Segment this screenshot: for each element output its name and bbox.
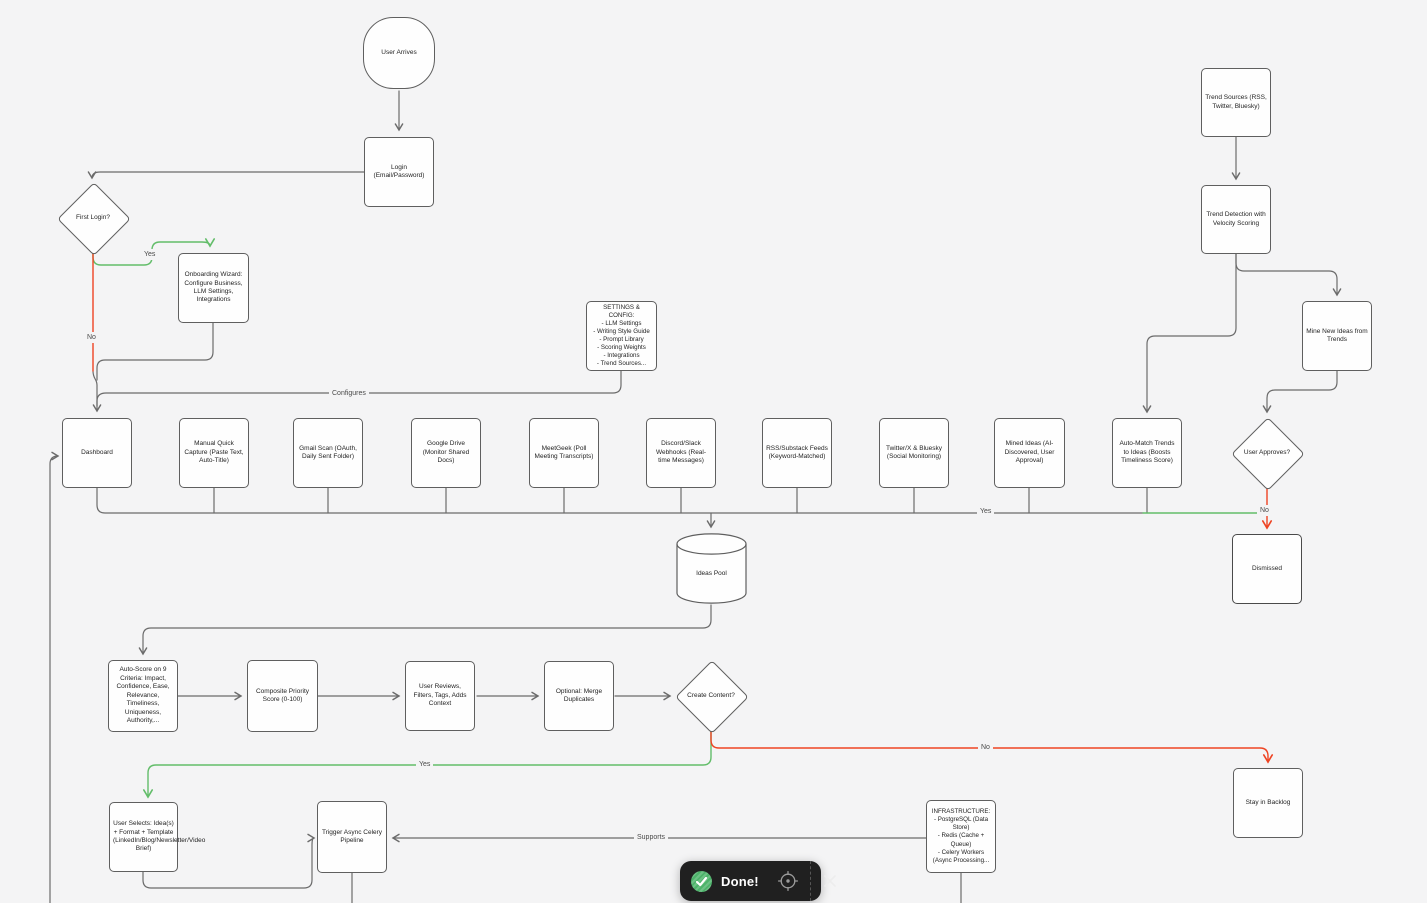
done-check-icon — [691, 870, 712, 892]
node-google-drive[interactable]: Google Drive (Monitor Shared Docs) — [411, 418, 481, 488]
node-composite-score-label: Composite Priority Score (0-100) — [255, 687, 310, 703]
node-user-arrives-label: User Arrives — [381, 48, 417, 56]
node-stay-in-backlog[interactable]: Stay in Backlog — [1233, 768, 1303, 838]
node-twitter-bluesky-label: Twitter/X & Bluesky (Social Monitoring) — [886, 444, 942, 460]
node-onboarding-wizard[interactable]: Onboarding Wizard: Configure Business, L… — [178, 253, 249, 323]
node-trigger-async[interactable]: Trigger Async Celery Pipeline — [317, 801, 387, 873]
node-trend-detection-label: Trend Detection with Velocity Scoring — [1206, 211, 1266, 227]
edge-feedback-loop — [49, 451, 60, 903]
node-trend-detection[interactable]: Trend Detection with Velocity Scoring — [1201, 185, 1271, 254]
agent-status-toolbar: Done! — [680, 861, 836, 901]
node-discord-slack-webhooks-label: Discord/Slack Webhooks (Real-time Messag… — [655, 440, 707, 465]
node-meetgeek-label: MeetGeek (Poll Meeting Transcripts) — [534, 444, 594, 460]
node-ideas-pool[interactable]: Ideas Pool — [676, 533, 747, 605]
edge-bus — [96, 487, 1144, 514]
node-dashboard[interactable]: Dashboard — [62, 418, 132, 488]
toolbar-divider — [809, 861, 811, 901]
edge-label-first-login-yes: Yes — [141, 249, 159, 260]
node-mine-new-ideas-label: Mine New Ideas from Trends — [1306, 327, 1368, 343]
node-google-drive-label: Google Drive (Monitor Shared Docs) — [422, 440, 470, 465]
node-trigger-async-label: Trigger Async Celery Pipeline — [321, 828, 383, 844]
node-meetgeek[interactable]: MeetGeek (Poll Meeting Transcripts) — [529, 418, 599, 488]
node-merge-duplicates-label: Optional: Merge Duplicates — [555, 687, 603, 703]
node-manual-quick-capture-label: Manual Quick Capture (Paste Text, Auto-T… — [184, 440, 244, 465]
edge-label-supports: Supports — [634, 832, 669, 843]
node-rss-substack-feeds[interactable]: RSS/Substack Feeds (Keyword-Matched) — [762, 418, 832, 488]
node-mined-ideas[interactable]: Mined Ideas (AI-Discovered, User Approva… — [994, 418, 1065, 488]
node-login[interactable]: Login (Email/Password) — [364, 137, 434, 207]
node-gmail-scan[interactable]: Gmail Scan (OAuth, Daily Sent Folder) — [293, 418, 363, 488]
edge-selects-trigger — [142, 833, 316, 889]
edge-mine-approves — [1262, 370, 1338, 414]
node-discord-slack-webhooks[interactable]: Discord/Slack Webhooks (Real-time Messag… — [646, 418, 716, 488]
edge-label-create-yes: Yes — [416, 759, 434, 770]
edge-label-approves-yes: Yes — [977, 506, 995, 517]
edge-label-create-no: No — [978, 742, 993, 753]
edge-detection-automatch — [1142, 253, 1237, 414]
node-rss-substack-feeds-label: RSS/Substack Feeds (Keyword-Matched) — [766, 444, 828, 460]
node-twitter-bluesky[interactable]: Twitter/X & Bluesky (Social Monitoring) — [879, 418, 949, 488]
node-user-reviews[interactable]: User Reviews, Filters, Tags, Adds Contex… — [405, 661, 475, 731]
node-ideas-pool-label: Ideas Pool — [696, 569, 727, 577]
node-user-selects[interactable]: User Selects: Idea(s) + Format + Templat… — [109, 802, 206, 872]
node-user-reviews-label: User Reviews, Filters, Tags, Adds Contex… — [413, 683, 467, 708]
node-auto-match-trends[interactable]: Auto-Match Trends to Ideas (Boosts Timel… — [1112, 418, 1182, 488]
node-auto-score-label: Auto-Score on 9 Criteria: Impact, Confid… — [116, 666, 170, 725]
node-user-approves[interactable]: User Approves? — [1231, 417, 1305, 491]
node-auto-score[interactable]: Auto-Score on 9 Criteria: Impact, Confid… — [108, 660, 178, 732]
node-auto-match-trends-label: Auto-Match Trends to Ideas (Boosts Timel… — [1119, 440, 1175, 465]
node-merge-duplicates[interactable]: Optional: Merge Duplicates — [544, 661, 614, 731]
node-user-arrives[interactable]: User Arrives — [363, 17, 435, 89]
node-settings-config-label: SETTINGS & CONFIG: - LLM Settings - Writ… — [593, 303, 650, 368]
node-infrastructure-label: INFRASTRUCTURE: - PostgreSQL (Data Store… — [931, 808, 991, 864]
edge-pool-autoscore — [138, 604, 712, 656]
node-stay-in-backlog-label: Stay in Backlog — [1245, 798, 1291, 806]
edge-no-to-dashboard — [92, 370, 102, 413]
node-create-content[interactable]: Create Content? — [675, 660, 749, 734]
node-login-label: Login (Email/Password) — [373, 163, 425, 179]
ideas-pool-cylinder-shape — [676, 533, 747, 604]
edge-detection-mine — [1235, 253, 1342, 297]
edge-login-firstlogin — [87, 171, 365, 180]
node-user-selects-label: User Selects: Idea(s) + Format + Templat… — [113, 820, 206, 853]
node-infrastructure[interactable]: INFRASTRUCTURE: - PostgreSQL (Data Store… — [926, 800, 996, 873]
edge-label-first-login-no: No — [84, 332, 99, 343]
node-manual-quick-capture[interactable]: Manual Quick Capture (Paste Text, Auto-T… — [179, 418, 249, 488]
node-trend-sources[interactable]: Trend Sources (RSS, Twitter, Bluesky) — [1201, 68, 1271, 137]
node-user-approves-label: User Approves? — [1243, 448, 1291, 456]
node-trend-sources-label: Trend Sources (RSS, Twitter, Bluesky) — [1205, 94, 1267, 110]
node-first-login-label: First Login? — [76, 213, 110, 221]
node-mined-ideas-label: Mined Ideas (AI-Discovered, User Approva… — [1004, 440, 1055, 465]
node-mine-new-ideas[interactable]: Mine New Ideas from Trends — [1302, 301, 1372, 371]
edge-onboarding-join — [96, 322, 214, 381]
node-composite-score[interactable]: Composite Priority Score (0-100) — [247, 660, 318, 732]
edge-label-approves-no: No — [1257, 505, 1272, 516]
node-gmail-scan-label: Gmail Scan (OAuth, Daily Sent Folder) — [299, 444, 357, 460]
node-dismissed-label: Dismissed — [1252, 564, 1282, 572]
node-first-login[interactable]: First Login? — [57, 182, 131, 256]
close-icon[interactable] — [822, 873, 838, 889]
edge-label-configures: Configures — [329, 388, 369, 399]
node-dashboard-label: Dashboard — [81, 448, 113, 456]
done-label: Done! — [721, 873, 759, 889]
node-onboarding-wizard-label: Onboarding Wizard: Configure Business, L… — [184, 271, 243, 304]
node-create-content-label: Create Content? — [687, 691, 735, 699]
locate-icon[interactable] — [777, 870, 799, 892]
node-dismissed[interactable]: Dismissed — [1232, 534, 1302, 604]
node-settings-config[interactable]: SETTINGS & CONFIG: - LLM Settings - Writ… — [586, 301, 657, 371]
